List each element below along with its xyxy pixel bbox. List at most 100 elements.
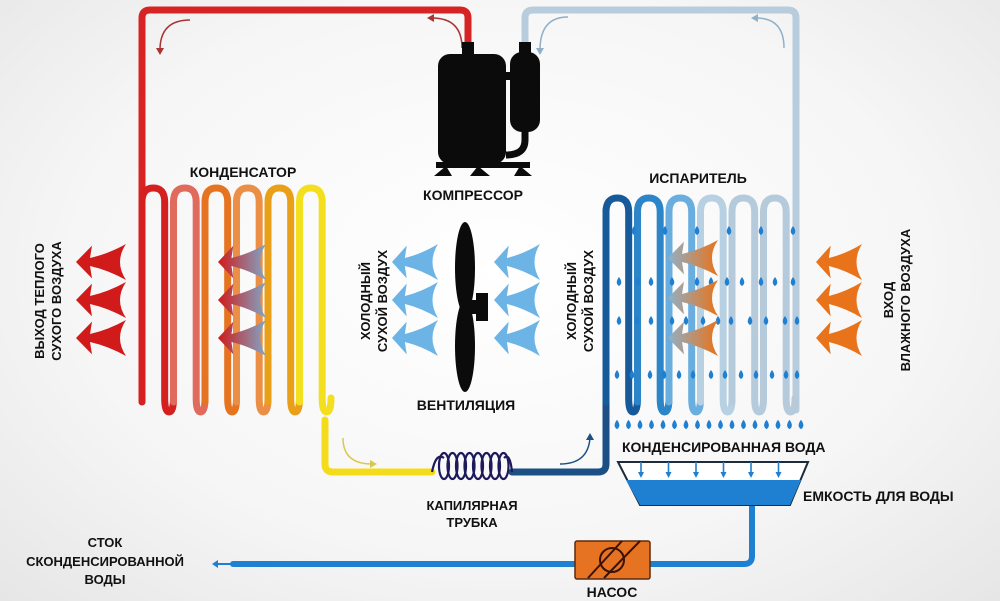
cold-dry-air-label-left-line1: ХОЛОДНЫЙ (358, 262, 373, 340)
water-droplet-icon (739, 277, 745, 286)
water-droplet-icon (747, 316, 753, 325)
water-droplet-icon (616, 277, 622, 286)
coil-loop (634, 194, 673, 416)
water-droplet-icon (775, 419, 781, 430)
cold-suction-pipe (521, 6, 800, 414)
water-droplet-icon (629, 370, 635, 379)
coil-loop (233, 184, 272, 416)
flow-arrow-head-icon (156, 48, 164, 55)
evaporator-coil (602, 194, 799, 416)
drain-label-line2: СКОНДЕНСИРОВАННОЙ (26, 554, 184, 569)
water-droplet-icon (726, 226, 732, 235)
water-tank-label: ЕМКОСТЬ ДЛЯ ВОДЫ (803, 488, 954, 504)
water-droplet-icon (706, 419, 712, 430)
capillary-turn (454, 451, 468, 481)
water-droplet-icon (798, 419, 804, 430)
air-flow-arrow-icon (218, 320, 266, 356)
air-flow-arrow-icon (494, 244, 540, 280)
water-droplet-icon (637, 419, 643, 430)
air-flow-arrow-icon (668, 280, 718, 316)
capillary-turn (437, 451, 451, 481)
pump-icon (574, 540, 651, 580)
pump-label: НАСОС (587, 584, 638, 600)
air-flow-arrow-icon (392, 282, 438, 318)
water-droplet-icon (648, 277, 654, 286)
drip-arrow-head-icon (665, 472, 672, 478)
capillary-turn (497, 451, 510, 481)
water-droplet-icon (729, 419, 735, 430)
water-droplet-icon (758, 277, 764, 286)
water-droplet-icon (764, 419, 769, 430)
coil-loop (264, 184, 303, 416)
water-droplet-icon (635, 277, 641, 286)
drain-label-line1: СТОК (88, 535, 123, 550)
water-droplet-icon (758, 226, 764, 235)
water-droplet-icon (783, 370, 789, 379)
condensation-droplets (614, 226, 804, 430)
coil-loop (602, 194, 641, 416)
water-droplet-icon (614, 370, 620, 379)
air-flow-arrow-icon (76, 244, 126, 280)
water-droplet-icon (683, 419, 689, 430)
water-droplet-icon (794, 370, 800, 379)
capillary-turn (446, 451, 459, 481)
humid-air-in-label-line1: ВХОД (881, 281, 896, 318)
ventilation-label: ВЕНТИЛЯЦИЯ (417, 397, 515, 413)
water-droplet-icon (672, 419, 677, 430)
air-flow-arrow-icon (218, 282, 266, 318)
water-droplet-icon (626, 419, 631, 430)
air-flow-arrow-icon (218, 244, 266, 280)
evaporator-inlet-pipe (508, 206, 610, 476)
warm-air-out-label-line1: ВЫХОД ТЕПЛОГО (32, 243, 47, 359)
water-droplet-icon (728, 316, 734, 325)
capillary-turn (488, 451, 502, 481)
cold-dry-air-label-right-line1: ХОЛОДНЫЙ (564, 262, 579, 340)
water-droplet-icon (694, 226, 700, 235)
evaporator-label: ИСПАРИТЕЛЬ (649, 170, 747, 186)
warm-air-out-label-line2: СУХОГО ВОЗДУХА (49, 241, 64, 361)
water-droplet-icon (763, 316, 769, 325)
humid-air-in-label-line2: ВЛАЖНОГО ВОЗДУХА (898, 228, 913, 371)
water-droplet-icon (660, 419, 666, 430)
water-droplet-icon (649, 419, 654, 430)
flow-arrow-icon (431, 17, 463, 49)
water-droplet-icon (708, 370, 714, 379)
flow-arrow-icon (755, 17, 785, 49)
flow-arrow-icon (159, 19, 191, 51)
cold-dry-air-label-left-line2: СУХОЙ ВОЗДУХ (375, 250, 390, 353)
water-droplet-icon (669, 277, 675, 286)
water-droplet-icon (683, 316, 689, 325)
air-flow-arrow-icon (76, 320, 126, 356)
condenser-coil (138, 184, 335, 416)
water-droplet-icon (634, 316, 640, 325)
drip-arrow-head-icon (720, 472, 727, 478)
fan-icon (455, 222, 488, 392)
drip-arrow-head-icon (775, 472, 782, 478)
flow-arrow-icon (559, 437, 591, 465)
air-flow-arrow-icon (668, 240, 718, 276)
drain-pipe (230, 502, 755, 567)
water-droplet-icon (700, 316, 706, 325)
drain-label-line3: ВОДЫ (85, 572, 126, 587)
water-droplet-icon (631, 226, 637, 235)
capillary-label-line2: ТРУБКА (446, 515, 498, 530)
water-droplet-icon (695, 419, 700, 430)
water-droplet-icon (648, 316, 654, 325)
coil-loop (728, 194, 767, 416)
flow-arrow-icon (539, 16, 569, 51)
coil-loop (697, 194, 736, 416)
water-tank-icon (616, 461, 810, 506)
cold-dry-air-label-right-line2: СУХОЙ ВОЗДУХ (581, 250, 596, 353)
capillary-turn (480, 451, 493, 481)
capillary-turn (463, 451, 476, 481)
water-droplet-icon (772, 277, 778, 286)
air-flow-arrow-icon (816, 320, 862, 356)
flow-arrow-head-icon (536, 48, 544, 55)
coil-loop (296, 184, 335, 416)
coil-loop (138, 184, 177, 416)
air-flow-arrow-icon (816, 282, 862, 318)
water-droplet-icon (647, 370, 653, 379)
water-droplet-icon (794, 316, 800, 325)
coil-loop (170, 184, 209, 416)
water-droplet-icon (752, 419, 758, 430)
